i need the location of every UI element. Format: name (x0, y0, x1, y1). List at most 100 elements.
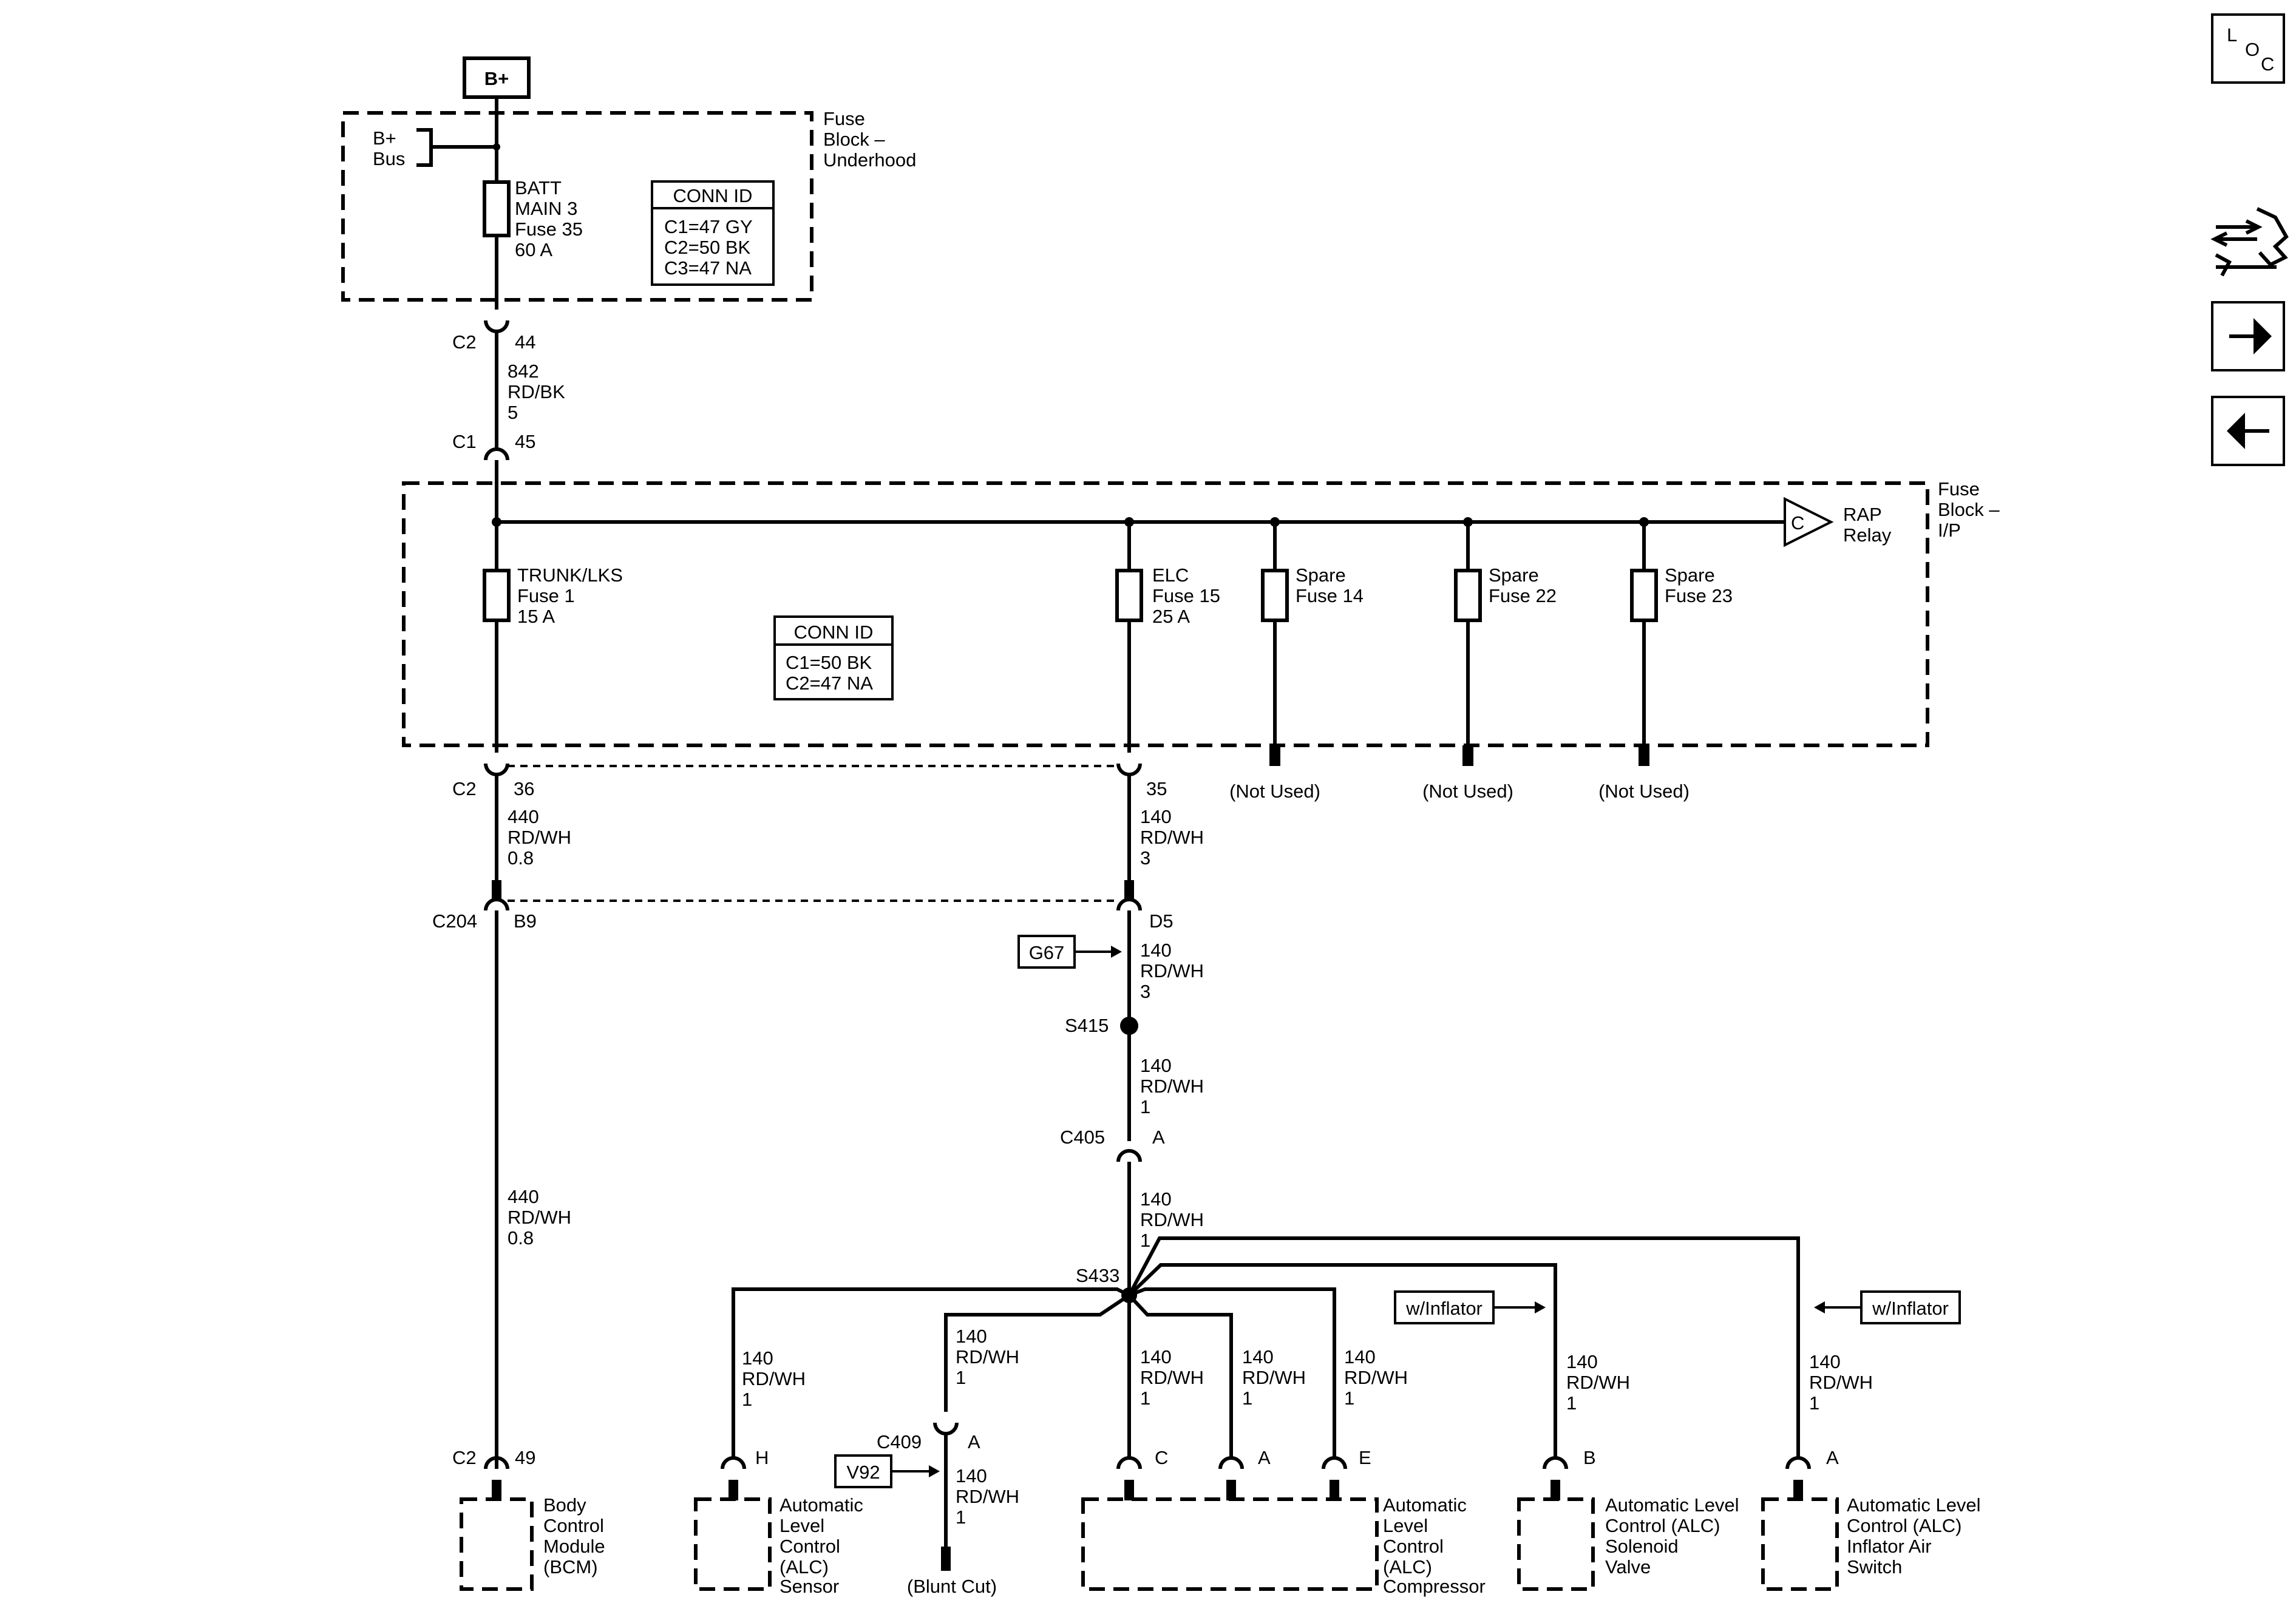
nav-panel: L O C (2210, 13, 2289, 466)
bplus-source: B+ (463, 56, 531, 99)
v92-label[interactable]: V92 (846, 1462, 880, 1483)
conn-id-1-line-3: C3=47 NA (664, 257, 752, 279)
conn-id-1-line-1: C1=47 GY (664, 216, 753, 237)
fuse-block-ip: Fuse Block – I/P C RAP Relay TRUNK/LKS F… (402, 460, 2000, 766)
sensor-label-1: Automatic (779, 1494, 863, 1516)
left-wire-a-2: RD/WH (508, 827, 571, 848)
loc-o: O (2245, 39, 2260, 60)
c1-pin-45: 45 (515, 431, 535, 452)
batt-fuse-2: MAIN 3 (515, 198, 577, 219)
spare22-2: Fuse 22 (1489, 585, 1557, 606)
loc-c: C (2261, 53, 2274, 75)
sensor-label-2: Level (779, 1515, 824, 1536)
sensor-wire-3: 1 (742, 1389, 752, 1410)
right-wire-b-2: RD/WH (1140, 960, 1204, 981)
v92-ref[interactable]: V92 (834, 1454, 940, 1488)
blunt-wire-2: RD/WH (956, 1486, 1019, 1507)
location-icon[interactable]: L O C (2211, 13, 2285, 84)
comp-label-3: Control (1383, 1536, 1444, 1557)
bcm-conn-label: C2 (452, 1447, 477, 1468)
left-wire-b-1: 440 (508, 1186, 539, 1207)
tools-connector-icon[interactable] (2210, 207, 2289, 277)
forward-arrow-icon[interactable] (2211, 301, 2285, 371)
s433-label: S433 (1076, 1265, 1119, 1286)
sensor-pin-h: H (755, 1447, 769, 1468)
sol-label-4: Valve (1605, 1556, 1651, 1578)
right-wire-c-2: RD/WH (1140, 1076, 1204, 1097)
c405-pin: A (1152, 1127, 1165, 1148)
sw-label-2: Control (ALC) (1847, 1515, 1962, 1536)
compressor-box (1081, 1497, 1379, 1591)
rap-label-1: RAP (1843, 504, 1882, 525)
sol-wire-3: 1 (1566, 1392, 1577, 1414)
comp-pin-c: C (1155, 1447, 1168, 1468)
conn-id-2-line-1: C1=50 BK (786, 652, 872, 673)
sol-wire-1: 140 (1566, 1351, 1598, 1372)
sw-pin-a: A (1826, 1447, 1839, 1468)
connector-c2-44: C2 44 (452, 320, 535, 449)
c409-pin: A (968, 1431, 980, 1452)
comp-pin-e: E (1359, 1447, 1371, 1468)
conn-id-2-line-2: C2=47 NA (786, 673, 873, 694)
trunk-fuse-3: 15 A (517, 606, 555, 627)
bcm-label-3: Module (543, 1536, 605, 1557)
comp-wire-a-3: 1 (1242, 1388, 1252, 1409)
ip-label-2: Block – (1938, 499, 2000, 520)
sw-wire-3: 1 (1809, 1392, 1819, 1414)
inflator-a-label[interactable]: w/Inflator (1405, 1298, 1483, 1319)
sensor-label-4: (ALC) (779, 1556, 829, 1578)
comp-wire-c-3: 1 (1140, 1388, 1150, 1409)
c204-label: C204 (432, 910, 477, 932)
elc-fuse-3: 25 A (1152, 606, 1190, 627)
spare22-1: Spare (1489, 564, 1539, 586)
right-wire-d-1: 140 (1140, 1188, 1172, 1210)
left-wire-a-1: 440 (508, 806, 539, 827)
sol-label-1: Automatic Level (1605, 1494, 1739, 1516)
right-wire-b-3: 3 (1140, 981, 1150, 1002)
right-wire-c-3: 1 (1140, 1096, 1150, 1117)
left-branch: C2 36 440 RD/WH 0.8 C204 B9 440 RD/WH 0.… (432, 763, 1142, 1591)
c405-label: C405 (1060, 1127, 1105, 1148)
comp-label-2: Level (1383, 1515, 1428, 1536)
sw-wire-2: RD/WH (1809, 1372, 1873, 1393)
inflator-option-b[interactable]: w/Inflator (1814, 1290, 1961, 1324)
right-c2-pin: 35 (1146, 778, 1167, 799)
sensor-label-3: Control (779, 1536, 840, 1557)
right-wire-a-2: RD/WH (1140, 827, 1204, 848)
ip-label-1: Fuse (1938, 478, 1980, 500)
inflator-b-label[interactable]: w/Inflator (1872, 1298, 1949, 1319)
c409-wire-2: RD/WH (956, 1346, 1019, 1368)
underhood-label-3: Underhood (823, 149, 916, 171)
blunt-wire-3: 1 (956, 1506, 966, 1528)
sw-label-1: Automatic Level (1847, 1494, 1981, 1516)
comp-label-5: Compressor (1383, 1576, 1486, 1597)
trunk-fuse-1: TRUNK/LKS (517, 564, 623, 586)
elc-fuse-1: ELC (1152, 564, 1189, 586)
left-c2-pin: 36 (514, 778, 534, 799)
g67-label[interactable]: G67 (1029, 942, 1065, 963)
bplus-bus-label-1: B+ (373, 127, 396, 149)
right-wire-d-2: RD/WH (1140, 1209, 1204, 1230)
inflator-option-a[interactable]: w/Inflator (1394, 1290, 1546, 1324)
bcm-label-4: (BCM) (543, 1556, 598, 1578)
wire-842-3: 5 (508, 402, 518, 423)
c2-pin-44: 44 (515, 331, 535, 353)
comp-pin-a: A (1258, 1447, 1271, 1468)
back-arrow-icon[interactable] (2211, 396, 2285, 466)
left-wire-a-3: 0.8 (508, 847, 534, 869)
left-wire-b-2: RD/WH (508, 1207, 571, 1228)
right-wire-b-1: 140 (1140, 940, 1172, 961)
sol-label-3: Solenoid (1605, 1536, 1679, 1557)
splice-s415 (1120, 1017, 1138, 1035)
c204-pin-b9: B9 (514, 910, 537, 932)
sw-label-4: Switch (1847, 1556, 1902, 1578)
spare14-2: Fuse 14 (1296, 585, 1364, 606)
comp-wire-e-3: 1 (1344, 1388, 1354, 1409)
connector-c1-45: C1 45 (452, 431, 535, 461)
right-wire-a-1: 140 (1140, 806, 1172, 827)
elc-fuse-2: Fuse 15 (1152, 585, 1220, 606)
comp-label-1: Automatic (1383, 1494, 1467, 1516)
comp-wire-e-1: 140 (1344, 1346, 1376, 1368)
g67-ref[interactable]: G67 (1017, 935, 1122, 969)
batt-fuse-4: 60 A (515, 239, 552, 260)
